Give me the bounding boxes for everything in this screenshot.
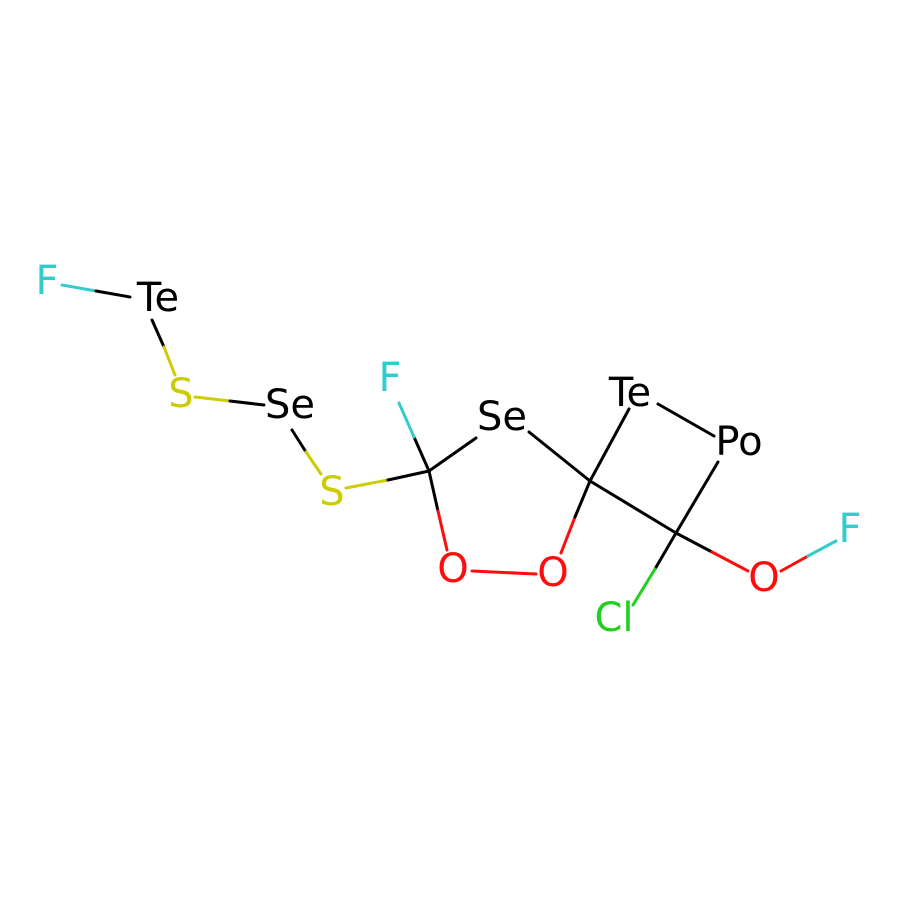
atom-te2: Te [608, 370, 651, 416]
bond-s1-se1-b [228, 399, 266, 407]
bond-se2-c2 [527, 430, 592, 483]
atom-se1: Se [265, 382, 315, 428]
bond-c3-o3-b [710, 550, 750, 573]
bond-te1-s1-b [162, 345, 177, 377]
bond-c3-po [674, 460, 720, 535]
bond-s1-se1-a [193, 395, 232, 403]
bond-c1-f2-b [397, 401, 416, 439]
bond-c2-c3 [588, 479, 678, 535]
bond-c1-o1-a [427, 469, 440, 513]
bond-o2-c2-a [559, 515, 577, 555]
atom-f3: F [838, 506, 861, 552]
bond-se1-s2-a [290, 428, 308, 454]
bond-f1-te1-a [60, 283, 98, 293]
atom-s2: S [319, 469, 344, 515]
bond-te1-s1-a [150, 318, 166, 349]
bond-o1-o2 [470, 569, 538, 576]
bond-o2-c2-b [573, 479, 592, 519]
bonds [60, 283, 838, 607]
atom-o2: O [537, 550, 568, 596]
atom-te1: Te [136, 275, 179, 321]
atoms: F Te S Se S F Se O O Te Po Cl O F [35, 258, 861, 641]
atom-f2: F [378, 355, 401, 401]
bond-c3-cl-b [631, 567, 657, 607]
atom-po: Po [715, 419, 762, 465]
bond-s2-c1-b [386, 469, 431, 482]
bond-c3-cl-a [653, 531, 678, 571]
atom-cl: Cl [594, 595, 633, 641]
atom-o1: O [437, 546, 468, 592]
bond-c1-o1-b [436, 509, 449, 552]
bond-c1-f2-a [412, 435, 431, 473]
bond-c1-se2 [427, 436, 478, 473]
bond-f1-te1-b [94, 289, 132, 299]
bond-c2-te2 [588, 407, 631, 483]
atom-f1: F [35, 258, 58, 304]
atom-s1: S [168, 371, 193, 417]
atom-se2: Se [477, 394, 527, 440]
bond-s2-c1-a [344, 478, 390, 490]
bond-c3-o3-a [674, 531, 714, 554]
atom-o3: O [748, 555, 779, 601]
bond-se1-s2-b [304, 450, 323, 476]
bond-te2-po [656, 402, 716, 438]
bond-o3-f3-a [779, 554, 810, 573]
bond-o3-f3-b [806, 539, 838, 558]
